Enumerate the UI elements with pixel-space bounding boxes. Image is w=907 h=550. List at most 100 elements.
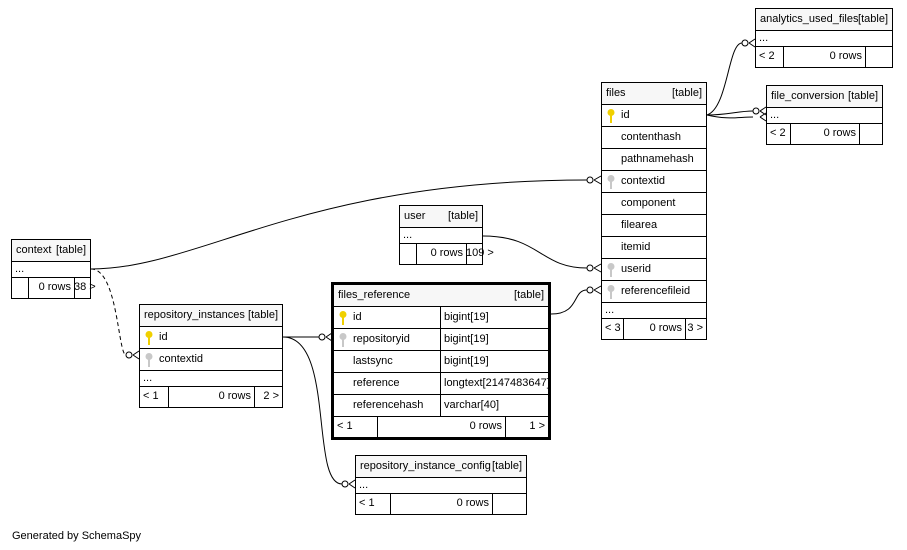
children-count[interactable]	[865, 47, 892, 67]
table-name[interactable]: user	[404, 210, 426, 222]
footer-divider	[254, 387, 255, 407]
row-count: 0 rows	[469, 420, 502, 432]
key-icon	[339, 311, 347, 325]
column-name: reference	[353, 377, 400, 389]
footer-divider	[416, 244, 417, 264]
children-count[interactable]: 2 >	[263, 390, 279, 402]
link-context-repoinst	[90, 268, 127, 356]
column-row[interactable]: contextid	[140, 349, 282, 371]
children-count[interactable]: 3 >	[687, 322, 703, 334]
parents-count[interactable]	[403, 244, 416, 264]
column-name: component	[621, 197, 676, 209]
link-end-circle	[741, 39, 749, 47]
column-row[interactable]: id	[602, 105, 706, 127]
column-type: varchar[40]	[440, 395, 499, 416]
table-name[interactable]: files_reference	[338, 289, 411, 301]
table-type-label: [table]	[448, 210, 478, 222]
column-row[interactable]: userid	[602, 259, 706, 281]
children-count[interactable]: 38 >	[74, 281, 96, 293]
footer-divider	[390, 494, 391, 514]
table-type-label: [table]	[56, 244, 86, 256]
table-header: repository_instance_config[table]	[356, 456, 526, 478]
link-end-circle	[586, 264, 594, 272]
column-row[interactable]: filearea	[602, 215, 706, 237]
link-end-circle	[586, 176, 594, 184]
column-name: userid	[621, 263, 651, 275]
footer-divider	[790, 124, 791, 144]
link-end-circle	[341, 480, 349, 488]
table-repository-instance-config[interactable]: repository_instance_config[table]... < 1 0…	[355, 455, 527, 515]
children-count[interactable]	[492, 494, 526, 514]
table-footer: < 1 0 rows 1 >	[334, 417, 548, 437]
table-name[interactable]: analytics_used_files	[760, 13, 859, 25]
table-name[interactable]: file_conversion	[771, 90, 845, 102]
key-icon	[607, 285, 615, 299]
column-row[interactable]: id	[140, 327, 282, 349]
more-columns: ...	[356, 478, 526, 494]
table-name[interactable]: repository_instance_config	[360, 460, 491, 472]
children-count[interactable]	[859, 124, 882, 144]
more-columns: ...	[756, 31, 892, 47]
parents-count[interactable]: < 2	[770, 127, 786, 139]
crowfoot	[748, 38, 756, 48]
parents-count[interactable]	[15, 278, 28, 298]
link-context-files	[90, 179, 588, 270]
table-name[interactable]: files	[606, 87, 626, 99]
parents-count[interactable]: < 1	[337, 420, 353, 432]
column-row[interactable]: itemid	[602, 237, 706, 259]
column-row[interactable]: contextid	[602, 171, 706, 193]
column-row[interactable]: component	[602, 193, 706, 215]
footer-divider	[623, 319, 624, 339]
table-footer: < 3 0 rows 3 >	[602, 319, 706, 339]
column-name: repositoryid	[353, 333, 410, 345]
link-filesref-files	[550, 289, 588, 315]
table-name[interactable]: context	[16, 244, 52, 256]
table-header: files[table]	[602, 83, 706, 105]
table-type-label: [table]	[492, 460, 522, 472]
table-type-label: [table]	[848, 90, 878, 102]
row-count: 0 rows	[829, 50, 862, 62]
table-type-label: [table]	[514, 289, 544, 301]
footer-divider	[859, 124, 860, 144]
link-user-files	[482, 235, 588, 269]
parents-count[interactable]: < 1	[143, 390, 159, 402]
column-name: filearea	[621, 219, 658, 231]
column-row[interactable]: contenthash	[602, 127, 706, 149]
footer-divider	[685, 319, 686, 339]
column-name: id	[159, 331, 168, 343]
column-name: id	[353, 311, 362, 323]
column-row[interactable]: pathnamehash	[602, 149, 706, 171]
column-row[interactable]: referencefileid	[602, 281, 706, 303]
column-name: contextid	[621, 175, 666, 187]
row-count: 0 rows	[456, 497, 489, 509]
key-icon	[145, 331, 153, 345]
crowfoot	[593, 263, 602, 273]
parents-count[interactable]: < 3	[605, 322, 621, 334]
parents-count[interactable]: < 2	[759, 50, 775, 62]
children-count[interactable]: 1 >	[529, 420, 545, 432]
footer-divider	[466, 244, 467, 264]
row-count: 0 rows	[649, 322, 682, 334]
key-icon	[145, 353, 153, 367]
parents-count[interactable]: < 1	[359, 497, 375, 509]
children-count[interactable]: 109 >	[466, 247, 494, 259]
key-icon	[607, 263, 615, 277]
table-header: files_reference [table]	[334, 285, 548, 307]
column-name: contextid	[159, 353, 204, 365]
table-name[interactable]: repository_instances	[144, 309, 245, 321]
